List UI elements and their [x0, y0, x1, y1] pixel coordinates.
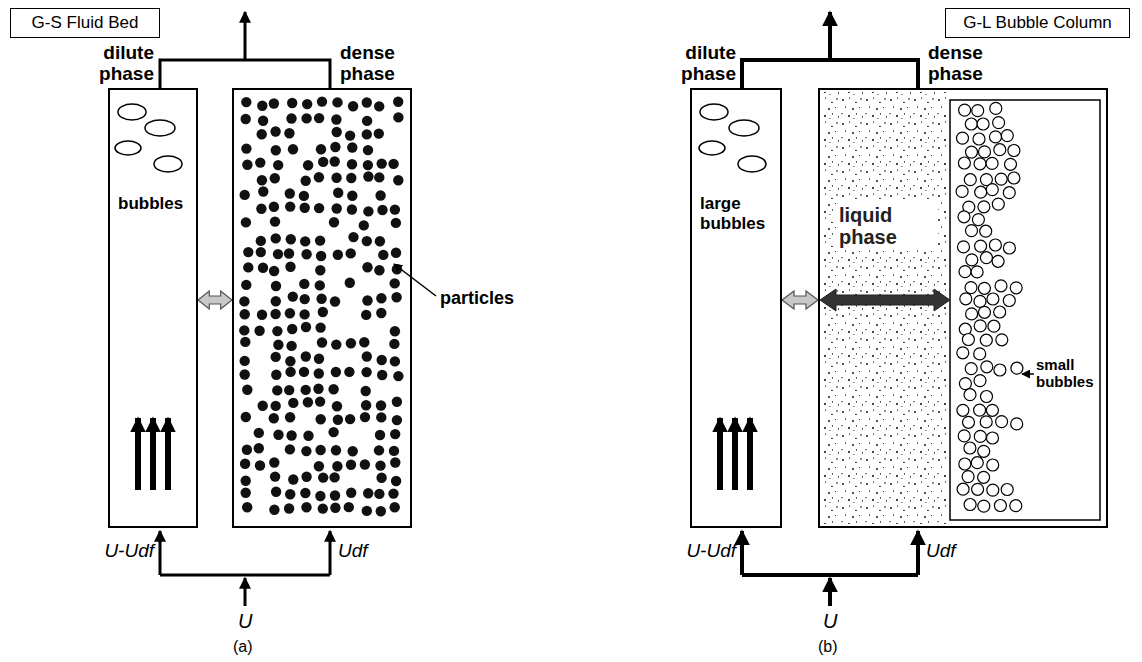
- title-box: G-L Bubble Column: [945, 8, 1130, 38]
- inlet-arrow: [828, 578, 832, 606]
- callout-label: particles: [440, 288, 514, 309]
- liquid-texture: [822, 92, 948, 524]
- phase-heading: dilute phase: [80, 42, 154, 84]
- exchange-arrow: [198, 291, 232, 309]
- inlet-manifold: [742, 573, 918, 577]
- flow-label: U-Udf: [674, 540, 736, 562]
- flow-label: Udf: [338, 540, 368, 562]
- flow-label: Udf: [926, 540, 956, 562]
- panel-title: G-S Fluid Bed: [11, 9, 159, 37]
- flow-label: U: [823, 610, 837, 633]
- inlet-manifold: [160, 574, 330, 577]
- small-bubble-zone: [950, 100, 1100, 520]
- leader-line: [1022, 373, 1034, 375]
- callout-label: small bubbles: [1036, 356, 1098, 390]
- outlet-arrow: [244, 12, 247, 60]
- phase-heading: dense phase: [340, 42, 420, 84]
- gas-flow-arrows: [138, 418, 750, 490]
- phase-box: dense phaseliquid phase: [818, 88, 1108, 528]
- phase-box: dense phase: [232, 88, 412, 528]
- panel-title: G-L Bubble Column: [946, 9, 1129, 37]
- bubble-cloud: [115, 104, 766, 172]
- phase-label: liquid phase: [836, 202, 938, 250]
- title-box: G-S Fluid Bed: [10, 8, 160, 38]
- inlet-arrow: [159, 531, 162, 575]
- phase-heading: dense phase: [928, 42, 1008, 84]
- phase-box: dilute phasebubbles: [108, 88, 198, 528]
- phase-heading: dilute phase: [662, 42, 736, 84]
- flow-label: U: [238, 610, 252, 633]
- leader-line: [394, 264, 436, 296]
- outlet-manifold: [742, 60, 918, 88]
- small-bubble-circles: [956, 102, 1023, 512]
- inlet-arrow: [740, 531, 744, 575]
- inlet-arrow: [244, 578, 247, 606]
- particle-dots: [239, 96, 403, 516]
- transfer-arrow: [820, 289, 950, 311]
- panel-tag: (b): [818, 638, 838, 656]
- inlet-arrow: [329, 531, 332, 575]
- bubble-label: bubbles: [118, 194, 194, 214]
- panel-tag: (a): [233, 638, 253, 656]
- exchange-arrow: [782, 291, 818, 309]
- bubble-label: large bubbles: [700, 194, 776, 234]
- outlet-arrow: [828, 12, 832, 60]
- phase-box: dilute phaselarge bubbles: [690, 88, 782, 528]
- outlet-manifold: [160, 60, 330, 88]
- flow-label: U-Udf: [92, 540, 154, 562]
- inlet-arrow: [916, 531, 920, 575]
